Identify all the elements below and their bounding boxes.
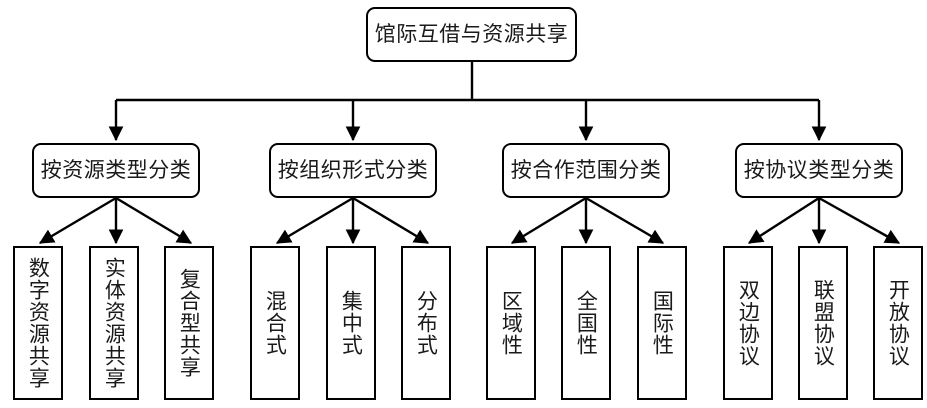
leaf-node-label: 集中式: [339, 290, 364, 356]
branch-node-organization-form[interactable]: 按组织形式分类: [269, 143, 437, 198]
branch-node-label: 按协议类型分类: [743, 158, 895, 182]
leaf-node-label: 国际性: [650, 290, 675, 356]
leaf-node-label: 分布式: [414, 290, 439, 356]
leaf-node[interactable]: 集中式: [326, 246, 376, 400]
leaf-node[interactable]: 国际性: [637, 246, 687, 400]
branch-node-label: 按合作范围分类: [510, 158, 662, 182]
leaf-node-label: 实体资源共享: [102, 257, 127, 389]
leaf-node-label: 全国性: [574, 290, 599, 356]
leaf-node-label: 联盟协议: [811, 279, 836, 367]
leaf-node-label: 复合型共享: [177, 268, 202, 378]
leaf-node[interactable]: 双边协议: [723, 246, 773, 400]
leaf-node-label: 区域性: [499, 290, 524, 356]
leaf-node[interactable]: 实体资源共享: [89, 246, 139, 400]
leaf-node[interactable]: 开放协议: [873, 246, 923, 400]
root-node-label: 馆际互借与资源共享: [374, 22, 569, 46]
branch-node-label: 按资源类型分类: [40, 158, 192, 182]
leaf-node-label: 数字资源共享: [26, 257, 51, 389]
leaf-node-label: 开放协议: [886, 279, 911, 367]
branch-node-cooperation-scope[interactable]: 按合作范围分类: [502, 143, 670, 198]
leaf-node[interactable]: 分布式: [401, 246, 451, 400]
branch-node-agreement-type[interactable]: 按协议类型分类: [735, 143, 903, 198]
leaf-node[interactable]: 联盟协议: [798, 246, 848, 400]
leaf-node[interactable]: 复合型共享: [164, 246, 214, 400]
branch-node-resource-type[interactable]: 按资源类型分类: [32, 143, 200, 198]
leaf-node-label: 混合式: [263, 290, 288, 356]
leaf-node[interactable]: 混合式: [250, 246, 300, 400]
leaf-node[interactable]: 全国性: [561, 246, 611, 400]
leaf-node[interactable]: 数字资源共享: [13, 246, 63, 400]
leaf-node-label: 双边协议: [736, 279, 761, 367]
branch-node-label: 按组织形式分类: [277, 158, 429, 182]
leaf-node[interactable]: 区域性: [486, 246, 536, 400]
root-node[interactable]: 馆际互借与资源共享: [366, 7, 577, 62]
